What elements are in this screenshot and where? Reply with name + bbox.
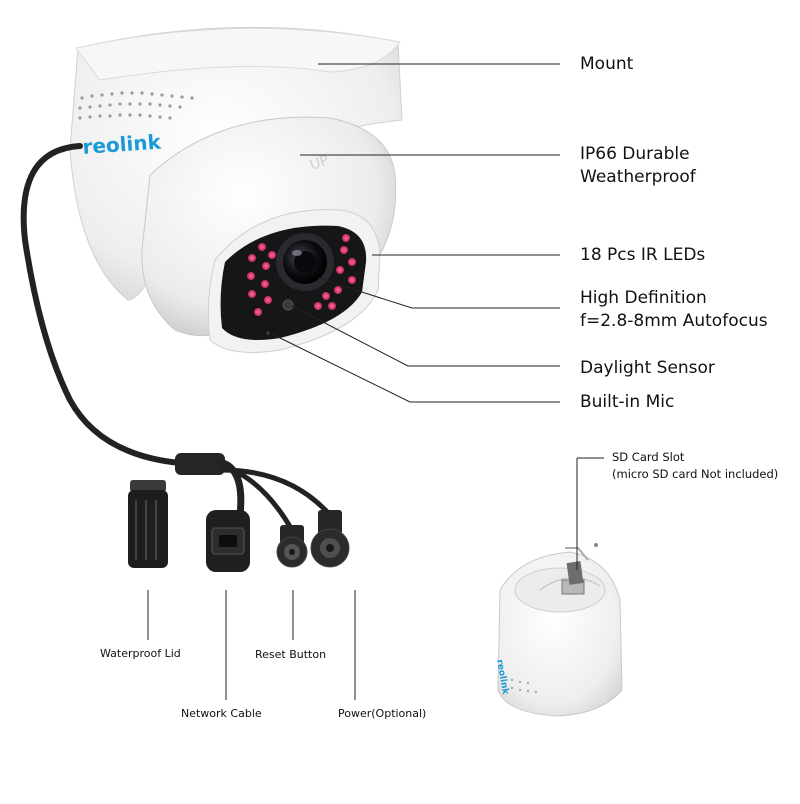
reolink-logo: reolink [82, 130, 163, 159]
label-sd-note: (micro SD card Not included) [612, 467, 779, 481]
up-mark: UP [308, 152, 331, 173]
cable-splitter [175, 453, 225, 475]
mic-hole [266, 331, 270, 335]
main-cable [20, 143, 183, 466]
label-sd-slot: SD Card Slot [612, 450, 685, 464]
label-waterproof-lid: Waterproof Lid [100, 647, 181, 660]
ir-leds [247, 234, 356, 316]
label-mount: Mount [580, 54, 634, 74]
label-built-in-mic: Built-in Mic [580, 392, 675, 412]
daylight-sensor [282, 299, 294, 311]
label-daylight-sensor: Daylight Sensor [580, 358, 715, 378]
waterproof-lid [128, 480, 168, 568]
connector-lines [147, 590, 356, 700]
label-hd-line2: f=2.8-8mm Autofocus [580, 311, 768, 331]
label-hd-line1: High Definition [580, 288, 707, 308]
vent-holes [78, 91, 194, 120]
callout-lines [271, 63, 560, 403]
label-reset-button: Reset Button [255, 648, 327, 661]
label-ir-leds: 18 Pcs IR LEDs [580, 245, 706, 265]
mount-top [75, 27, 401, 81]
reset-connector [276, 525, 308, 568]
power-connector [310, 510, 350, 568]
label-ip66-line2: Weatherproof [580, 167, 696, 187]
network-connector [206, 510, 250, 572]
label-network-cable: Network Cable [181, 707, 262, 720]
label-power: Power(Optional) [338, 707, 427, 720]
small-camera: reolink [494, 457, 623, 717]
dome-camera: UP [69, 26, 403, 353]
label-ip66-line1: IP66 Durable [580, 144, 690, 164]
